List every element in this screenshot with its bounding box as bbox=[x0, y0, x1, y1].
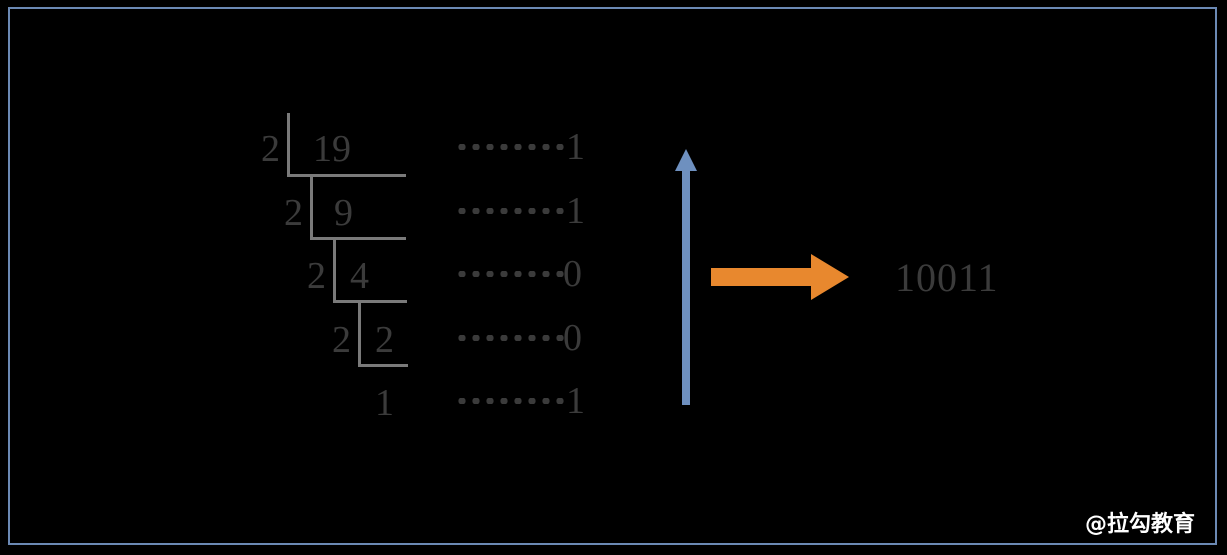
remainder-row-2: 1 bbox=[566, 190, 585, 232]
leader-row-1 bbox=[455, 144, 568, 150]
ladder-hline-3 bbox=[333, 300, 407, 303]
ladder-vline-3 bbox=[333, 240, 336, 303]
read-order-up-arrow-icon bbox=[675, 149, 697, 405]
remainder-row-5: 1 bbox=[566, 380, 585, 422]
dividend-row-3: 4 bbox=[350, 255, 369, 297]
dividend-row-1: 19 bbox=[313, 128, 351, 170]
divisor-row-2: 2 bbox=[284, 192, 303, 234]
leader-row-5 bbox=[455, 398, 568, 404]
divisor-row-3: 2 bbox=[307, 255, 326, 297]
binary-result: 10011 bbox=[895, 255, 999, 300]
divisor-row-4: 2 bbox=[332, 319, 351, 361]
ladder-hline-1 bbox=[287, 174, 406, 177]
ladder-vline-4 bbox=[358, 303, 361, 366]
ladder-hline-2 bbox=[310, 237, 406, 240]
convert-right-arrow-icon bbox=[711, 254, 849, 300]
quotient-final: 1 bbox=[375, 382, 394, 424]
ladder-vline-2 bbox=[310, 177, 313, 240]
leader-row-4 bbox=[455, 335, 568, 341]
leader-row-2 bbox=[455, 208, 568, 214]
remainder-row-4: 0 bbox=[563, 317, 582, 359]
dividend-row-2: 9 bbox=[334, 192, 353, 234]
leader-row-3 bbox=[455, 271, 568, 277]
remainder-row-1: 1 bbox=[566, 126, 585, 168]
dividend-row-4: 2 bbox=[375, 319, 394, 361]
divisor-row-1: 2 bbox=[261, 128, 280, 170]
watermark-label: @拉勾教育 bbox=[1084, 512, 1195, 537]
ladder-hline-4 bbox=[358, 364, 408, 367]
remainder-row-3: 0 bbox=[563, 253, 582, 295]
ladder-vline-1 bbox=[287, 113, 290, 177]
